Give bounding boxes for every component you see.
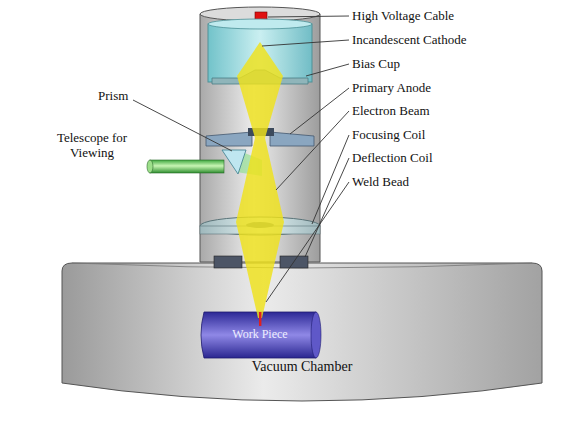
part-label: Electron Beam bbox=[352, 103, 430, 118]
prism bbox=[222, 150, 246, 174]
focusing-coil bbox=[200, 226, 320, 234]
cathode-housing bbox=[208, 24, 312, 82]
cathode-housing-top bbox=[208, 19, 312, 29]
part-label: Incandescent Cathode bbox=[352, 32, 466, 47]
workpiece-end bbox=[311, 312, 321, 358]
work-piece: Work Piece bbox=[198, 312, 322, 358]
part-label: Prism bbox=[98, 88, 128, 103]
focusing-coil bbox=[200, 217, 320, 235]
column-body bbox=[200, 14, 320, 262]
cable-terminal bbox=[255, 12, 267, 21]
leader-line bbox=[133, 100, 232, 151]
anode-plate bbox=[206, 132, 252, 146]
part-label: Primary Anode bbox=[352, 80, 431, 95]
part-label: Focusing Coil bbox=[352, 127, 425, 142]
part-label: Bias Cup bbox=[352, 56, 400, 71]
telescope bbox=[150, 160, 224, 173]
column-top bbox=[200, 7, 320, 21]
part-label: High Voltage Cable bbox=[352, 8, 454, 23]
leader-line bbox=[262, 40, 349, 46]
vacuum-chamber: Vacuum Chamber Work Piece bbox=[60, 255, 544, 415]
leader-line bbox=[276, 111, 349, 190]
chamber-body bbox=[62, 263, 542, 401]
chamber-rim bbox=[72, 263, 532, 268]
leader-line bbox=[306, 64, 349, 76]
node-label: Work Piece bbox=[198, 327, 322, 342]
leader-line bbox=[268, 16, 349, 17]
leader-line bbox=[290, 88, 349, 134]
leader-line bbox=[312, 135, 349, 224]
light-path bbox=[236, 152, 262, 176]
anode-plate bbox=[270, 132, 314, 146]
part-label: Weld Bead bbox=[352, 174, 409, 189]
anode-ring bbox=[248, 128, 274, 136]
leader-line bbox=[305, 158, 349, 257]
part-label: Deflection Coil bbox=[352, 150, 433, 165]
coil-hole bbox=[246, 222, 274, 228]
telescope-eyepiece bbox=[147, 160, 153, 173]
part-label: Telescope for Viewing bbox=[46, 130, 138, 160]
node-label: Vacuum Chamber bbox=[60, 359, 544, 375]
bias-cup bbox=[212, 70, 308, 84]
